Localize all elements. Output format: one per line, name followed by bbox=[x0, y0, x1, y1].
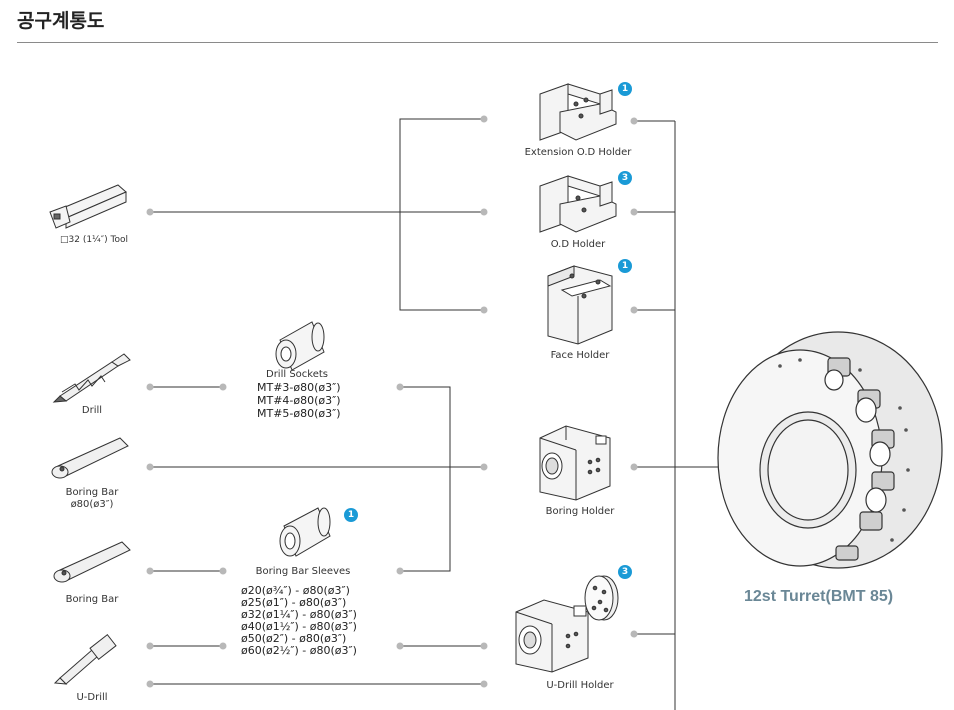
u-drill-icon bbox=[53, 634, 117, 685]
od-holder-icon bbox=[539, 175, 617, 233]
boring-bar-2-label: Boring Bar bbox=[65, 594, 119, 605]
sleeve-spec: ø60(ø2½″) - ø80(ø3″) bbox=[241, 644, 357, 657]
holder-count-badge: 3 bbox=[618, 565, 632, 579]
extension-od-holder-label: Extension O.D Holder bbox=[524, 147, 632, 158]
sleeve-spec: ø32(ø1¼″) - ø80(ø3″) bbox=[241, 608, 357, 621]
boring-bar-sleeve-icon bbox=[279, 507, 331, 557]
boring-holder-label: Boring Holder bbox=[545, 506, 615, 517]
extension-od-holder-icon bbox=[539, 83, 617, 141]
drill-sockets-title: Drill Sockets bbox=[265, 369, 329, 380]
u-drill-holder-icon bbox=[515, 599, 589, 673]
holder-count-badge: 3 bbox=[618, 171, 632, 185]
drill-socket-icon bbox=[275, 321, 325, 371]
boring-holder-icon bbox=[539, 425, 611, 501]
connector-lines bbox=[150, 118, 718, 710]
drill-icon bbox=[52, 353, 131, 403]
turret-label: 12st Turret(BMT 85) bbox=[744, 588, 894, 605]
u-drill-holder-label: U-Drill Holder bbox=[546, 680, 614, 691]
turret-icon bbox=[717, 331, 943, 569]
connector-dots bbox=[146, 115, 638, 688]
holder-count-badge: 1 bbox=[618, 82, 632, 96]
title-divider bbox=[17, 42, 938, 43]
u-drill-plate-icon bbox=[584, 575, 619, 621]
face-holder-icon bbox=[547, 265, 613, 345]
sleeve-spec: ø20(ø¾″) - ø80(ø3″) bbox=[241, 584, 350, 597]
sleeves-title: Boring Bar Sleeves bbox=[255, 566, 351, 577]
drill-label: Drill bbox=[81, 405, 103, 416]
sleeves-count-badge: 1 bbox=[344, 508, 358, 522]
sleeve-spec: ø25(ø1″) - ø80(ø3″) bbox=[241, 596, 347, 609]
drill-socket-spec: MT#3-ø80(ø3″) bbox=[257, 381, 341, 394]
square-tool-icon bbox=[49, 184, 127, 229]
holder-count-badge: 1 bbox=[618, 259, 632, 273]
boring-bar-size-label: ø80(ø3″) bbox=[70, 499, 114, 510]
u-drill-label: U-Drill bbox=[76, 692, 108, 703]
boring-bar-icon bbox=[51, 437, 129, 479]
face-holder-label: Face Holder bbox=[550, 350, 610, 361]
square-tool-label: □32 (1¼″) Tool bbox=[60, 235, 128, 245]
sleeve-spec: ø40(ø1½″) - ø80(ø3″) bbox=[241, 620, 357, 633]
page-title: 공구계통도 bbox=[17, 10, 105, 32]
sleeve-spec: ø50(ø2″) - ø80(ø3″) bbox=[241, 632, 347, 645]
drill-socket-spec: MT#4-ø80(ø3″) bbox=[257, 394, 341, 407]
boring-bar-label: Boring Bar bbox=[65, 487, 119, 498]
boring-bar-2-icon bbox=[53, 541, 131, 583]
od-holder-label: O.D Holder bbox=[550, 239, 606, 250]
drill-socket-spec: MT#5-ø80(ø3″) bbox=[257, 407, 341, 420]
